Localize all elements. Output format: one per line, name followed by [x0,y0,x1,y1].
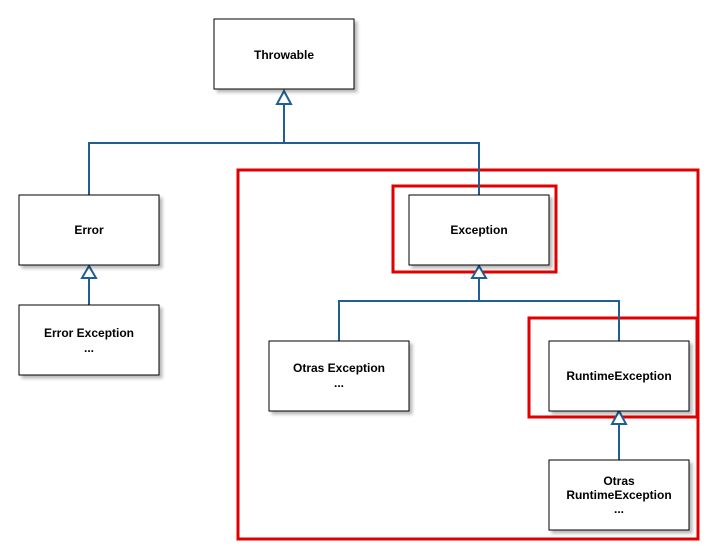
node-error-exception-ellipsis: ... [84,341,94,355]
node-runtime-exception-label: RuntimeException [566,369,671,383]
node-error-exception: Error Exception ... [18,304,160,376]
connector-exception-to-throwable [284,142,480,195]
inheritance-arrow-icon [275,88,293,105]
node-otras-runtime-exception-line1: Otras [603,474,635,488]
node-otras-runtime-exception-ellipsis: ... [614,502,624,516]
inheritance-arrow-icon [610,408,628,425]
node-runtime-exception: RuntimeException [548,340,690,412]
node-otras-runtime-exception-line2: RuntimeException [566,488,671,502]
connector-runtime-exception-to-exception [479,300,620,341]
connector-otras-exception-to-exception [338,278,480,341]
node-error-exception-label: Error Exception [44,326,134,340]
node-exception: Exception [408,194,550,266]
node-exception-label: Exception [450,223,507,237]
node-otras-exception-ellipsis: ... [334,376,344,390]
inheritance-arrow-icon [470,264,488,279]
node-otras-runtime-exception: Otras RuntimeException ... [548,459,690,531]
inheritance-arrow-icon [80,264,98,279]
node-throwable: Throwable [213,18,355,90]
node-error-label: Error [74,223,104,237]
connector-error-to-throwable [88,104,285,195]
node-otras-exception-label: Otras Exception [293,361,385,375]
runtime-exception-highlight [527,316,699,419]
node-otras-exception: Otras Exception ... [268,340,410,412]
node-error: Error [18,194,160,266]
node-throwable-label: Throwable [254,48,314,62]
